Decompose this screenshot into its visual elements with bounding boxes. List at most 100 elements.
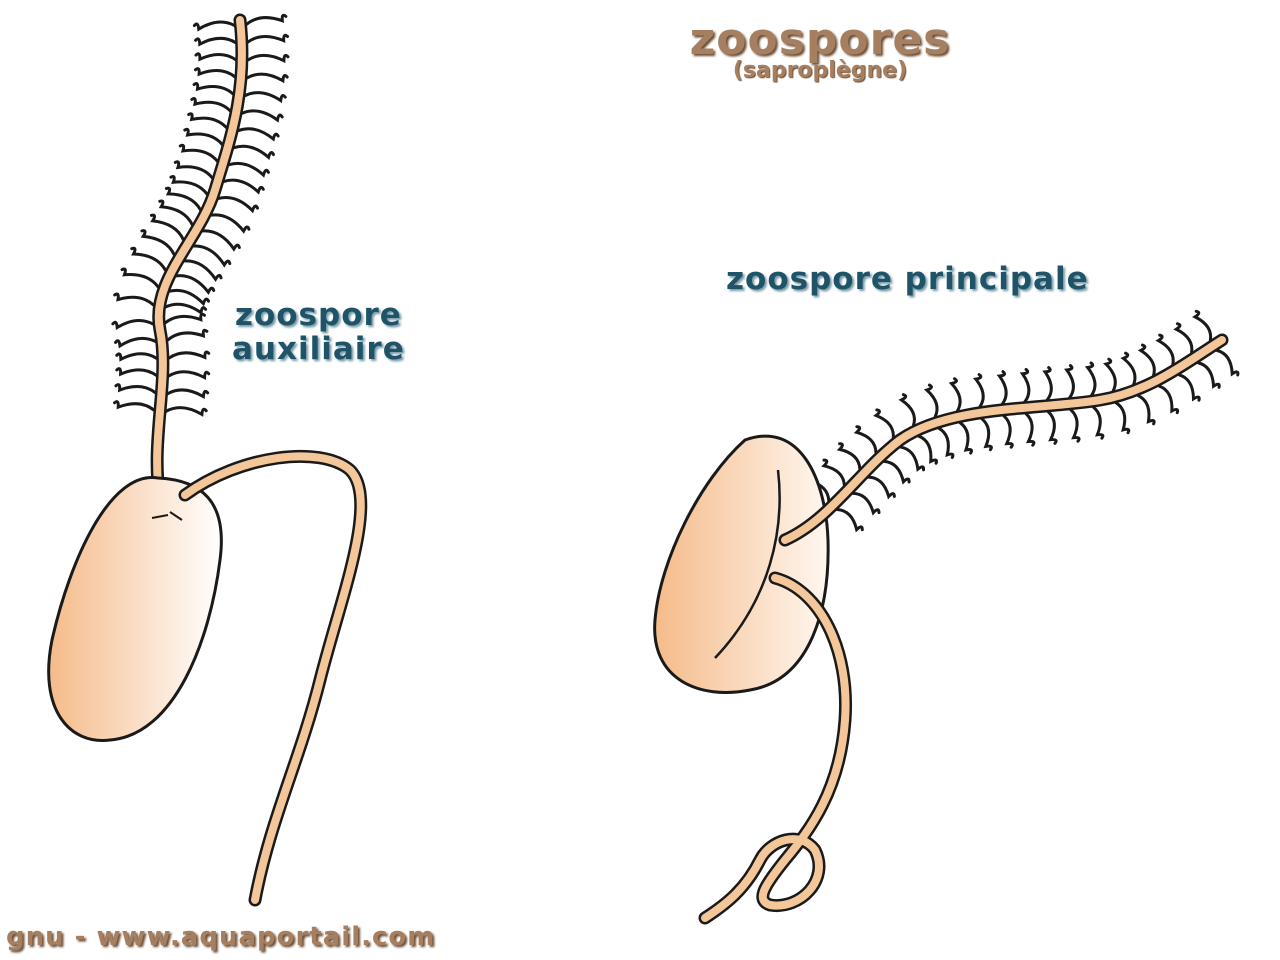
mastigoneme xyxy=(209,213,251,234)
mastigoneme xyxy=(1114,401,1131,435)
mastigoneme xyxy=(164,186,203,212)
mastigoneme xyxy=(190,97,232,113)
mastigoneme xyxy=(972,373,985,409)
mastigoneme xyxy=(1192,309,1213,342)
mastigoneme xyxy=(1091,405,1105,440)
mastigoneme xyxy=(882,459,911,485)
mastigoneme xyxy=(996,370,1008,406)
mastigoneme xyxy=(937,426,955,459)
mastigoneme xyxy=(168,288,210,307)
mastigoneme xyxy=(163,302,208,316)
mastigoneme xyxy=(192,82,235,96)
mastigoneme xyxy=(245,72,289,84)
mastigoneme xyxy=(948,377,962,413)
mastigoneme xyxy=(183,259,223,283)
mastigoneme xyxy=(821,458,846,487)
mastigoneme xyxy=(140,229,176,257)
mastigoneme xyxy=(244,13,288,26)
mastigoneme xyxy=(192,20,237,32)
mastigoneme xyxy=(167,350,211,360)
mastigoneme xyxy=(111,319,155,330)
mastigoneme xyxy=(1046,410,1058,445)
title-block: zoospores (saproplègne) xyxy=(560,16,1080,82)
mastigoneme xyxy=(194,36,238,47)
mastigoneme xyxy=(1136,394,1156,426)
mastigoneme xyxy=(1215,348,1240,377)
mastigoneme xyxy=(227,161,270,178)
mastigoneme xyxy=(246,53,290,64)
mastigoneme xyxy=(1103,357,1117,393)
mastigoneme xyxy=(835,508,864,533)
mastigoneme xyxy=(201,229,241,252)
mastigoneme xyxy=(899,445,926,472)
mastigoneme xyxy=(192,244,232,268)
mastigoneme xyxy=(217,196,260,214)
mastigoneme xyxy=(1064,364,1075,400)
mastigoneme xyxy=(178,143,219,163)
principal-tinsel-flagellum xyxy=(778,333,1229,547)
auxiliary-zoospore xyxy=(47,13,368,907)
mastigoneme xyxy=(958,421,974,455)
mastigoneme xyxy=(149,213,185,242)
mastigoneme xyxy=(1024,412,1036,447)
auxiliary-tinsel-hairs xyxy=(111,13,290,417)
mastigoneme xyxy=(836,442,862,471)
mastigoneme xyxy=(167,370,211,380)
mastigoneme xyxy=(853,425,878,455)
mastigoneme xyxy=(851,491,881,516)
mastigoneme xyxy=(194,52,238,62)
mastigoneme xyxy=(246,33,290,44)
diagram-subtitle: (saproplègne) xyxy=(732,58,908,83)
label-auxiliary-line1: zoospore xyxy=(234,297,402,333)
mastigoneme xyxy=(923,383,939,419)
mastigoneme xyxy=(158,199,194,227)
principal-zoospore xyxy=(653,309,1240,925)
mastigoneme xyxy=(165,388,210,400)
mastigoneme xyxy=(113,292,156,307)
mastigoneme xyxy=(1173,322,1194,355)
mastigoneme xyxy=(169,175,209,196)
mastigoneme xyxy=(1177,373,1201,402)
credit-text: gnu - www.aquaportail.com xyxy=(6,922,436,952)
mastigoneme xyxy=(232,144,275,160)
mastigoneme xyxy=(114,336,158,349)
mastigoneme xyxy=(917,434,938,465)
mastigoneme xyxy=(873,408,895,440)
mastigoneme xyxy=(115,367,159,378)
mastigoneme xyxy=(187,112,229,130)
principal-cell-body xyxy=(653,434,830,694)
mastigoneme xyxy=(1042,366,1053,402)
mastigoneme xyxy=(174,274,216,296)
mastigoneme xyxy=(183,127,224,147)
mastigoneme xyxy=(1120,351,1137,386)
mastigoneme xyxy=(240,109,284,123)
mastigoneme xyxy=(115,352,159,362)
mastigoneme xyxy=(164,406,208,417)
label-auxiliary-line2: auxiliaire xyxy=(232,331,405,367)
mastigoneme xyxy=(114,383,158,395)
diagram-title: zoospores xyxy=(689,14,951,65)
mastigoneme xyxy=(1019,367,1031,404)
mastigoneme xyxy=(120,267,160,289)
auxiliary-cell-body xyxy=(47,476,223,742)
mastigoneme xyxy=(1196,361,1221,389)
mastigoneme xyxy=(1084,361,1097,397)
mastigoneme xyxy=(980,417,993,452)
mastigoneme xyxy=(1069,408,1081,443)
mastigoneme xyxy=(113,400,156,412)
mastigoneme xyxy=(130,246,168,272)
mastigoneme xyxy=(1155,333,1175,367)
mastigoneme xyxy=(236,127,280,142)
mastigoneme xyxy=(173,160,214,180)
label-principal: zoospore principale xyxy=(726,261,1089,297)
mastigoneme xyxy=(163,312,206,325)
mastigoneme xyxy=(243,91,287,104)
mastigoneme xyxy=(222,178,265,195)
principal-tinsel-hairs xyxy=(806,309,1240,533)
mastigoneme xyxy=(1157,384,1180,415)
label-auxiliary: zoospore auxiliaire xyxy=(232,298,405,366)
mastigoneme xyxy=(867,475,896,500)
mastigoneme xyxy=(1137,343,1156,377)
mastigoneme xyxy=(166,328,209,342)
